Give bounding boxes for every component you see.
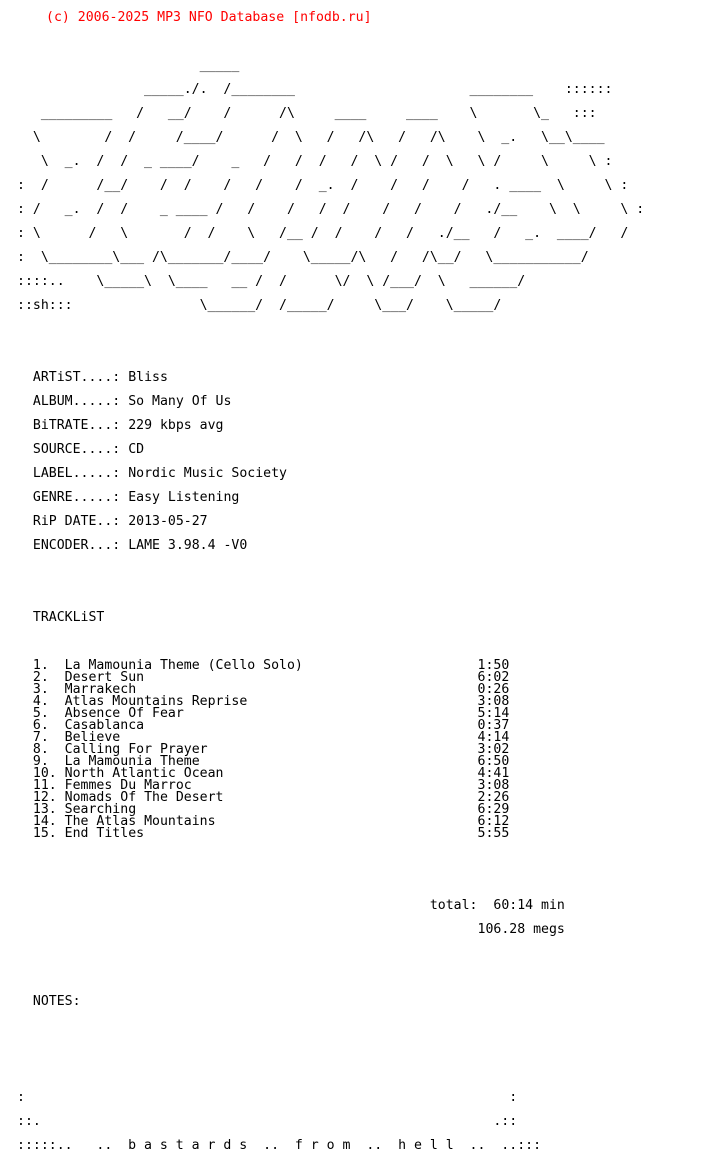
- info-row-genre: GENRE.....: Easy Listening: [17, 490, 644, 505]
- footer-line: :::::.. .. b a s t a r d s .. f r o m ..…: [17, 1138, 542, 1153]
- info-row-label: LABEL.....: Nordic Music Society: [17, 466, 644, 481]
- logo-line: ::sh::: \______/ /_____/ \___/ \_____/: [17, 298, 621, 313]
- info-value: LAME 3.98.4 -V0: [128, 538, 248, 553]
- nfo-document: (c) 2006-2025 MP3 NFO Database [nfodb.ru…: [17, 0, 644, 1164]
- site-header: (c) 2006-2025 MP3 NFO Database [nfodb.ru…: [46, 10, 372, 25]
- blank-line: [17, 852, 644, 864]
- info-value: Bliss: [128, 370, 168, 385]
- logo-line: \ _. / / _ ____/ _ / / / / \ / / \ \ / \…: [17, 154, 613, 169]
- total-size: 106.28 megs: [477, 922, 565, 937]
- track-title: End Titles: [64, 826, 145, 841]
- footer-line: : :: [17, 1090, 518, 1105]
- tracklist-heading: TRACKLiST: [32, 610, 105, 625]
- blank-line: [17, 1044, 644, 1056]
- logo-line: : / /__/ / / / / / _. / / / / . ____ \ \…: [17, 178, 629, 193]
- footer-line: ::. .::: [17, 1114, 518, 1129]
- blank-line: [17, 876, 644, 888]
- logo-line: _____: [17, 58, 621, 73]
- info-key: ARTiST....:: [32, 370, 121, 385]
- track-row: 2. Desert Sun 6:02: [17, 670, 644, 685]
- logo-line: _________ / __/ / /\ ____ ____ \ \_ :::: [17, 106, 605, 121]
- info-row-bitrate: BiTRATE...: 229 kbps avg: [17, 418, 644, 433]
- logo-line: \ / / /____/ / \ / /\ / /\ \ _. \__\____: [17, 130, 605, 145]
- info-value: 229 kbps avg: [128, 418, 224, 433]
- info-row-encoder: ENCODER...: LAME 3.98.4 -V0: [17, 538, 644, 553]
- blank-line: [17, 324, 644, 336]
- info-key: RiP DATE..:: [32, 514, 121, 529]
- blank-line: [17, 948, 644, 960]
- info-key: GENRE.....:: [32, 490, 121, 505]
- blank-line: [17, 636, 644, 648]
- track-number: 2.: [32, 670, 49, 685]
- info-key: BiTRATE...:: [32, 418, 121, 433]
- info-value: CD: [128, 442, 145, 457]
- info-row-artist: ARTiST....: Bliss: [17, 370, 644, 385]
- info-value: So Many Of Us: [128, 394, 232, 409]
- info-key: ALBUM.....:: [32, 394, 121, 409]
- tracklist: 1. La Mamounia Theme (Cello Solo) 1:50 2…: [17, 658, 644, 841]
- blank-line: [17, 564, 644, 576]
- blank-line: [17, 588, 644, 600]
- blank-line: [17, 36, 644, 48]
- info-row-album: ALBUM.....: So Many Of Us: [17, 394, 644, 409]
- track-row: 15. End Titles 5:55: [17, 826, 644, 841]
- track-number: 1.: [32, 658, 49, 673]
- blank-line: [17, 1068, 644, 1080]
- info-key: LABEL.....:: [32, 466, 121, 481]
- logo-line: _____./. /________ ________ ::::::: [17, 82, 613, 97]
- track-row: 1. La Mamounia Theme (Cello Solo) 1:50: [17, 658, 644, 673]
- track-duration: 1:50: [477, 658, 510, 673]
- info-value: Nordic Music Society: [128, 466, 287, 481]
- track-number: 15.: [32, 826, 57, 841]
- info-row-rip-date: RiP DATE..: 2013-05-27: [17, 514, 644, 529]
- logo-line: : / _. / / _ ____ / / / / / / / / ./__ \…: [17, 202, 645, 217]
- info-key: ENCODER...:: [32, 538, 121, 553]
- total-time-row: total: 60:14 min: [17, 898, 644, 913]
- info-value: Easy Listening: [128, 490, 240, 505]
- track-duration: 6:02: [477, 670, 510, 685]
- info-key: SOURCE....:: [32, 442, 121, 457]
- blank-line: [17, 972, 644, 984]
- total-time: 60:14 min: [493, 898, 565, 913]
- notes-heading: NOTES:: [32, 994, 81, 1009]
- info-row-source: SOURCE....: CD: [17, 442, 644, 457]
- track-duration: 5:55: [477, 826, 510, 841]
- logo-line: : \________\___ /\_______/____/ \_____/\…: [17, 250, 613, 265]
- total-size-row: 106.28 megs: [17, 922, 644, 937]
- logo-line: : \ / \ / / \ /__ / / / / ./__ / _. ____…: [17, 226, 629, 241]
- info-value: 2013-05-27: [128, 514, 208, 529]
- track-title: Desert Sun: [64, 670, 145, 685]
- blank-line: [17, 348, 644, 360]
- track-title: La Mamounia Theme (Cello Solo): [64, 658, 303, 673]
- blank-line: [17, 1020, 644, 1032]
- total-label: total:: [429, 898, 478, 913]
- logo-line: ::::.. \_____\ \____ __ / / \/ \ /___/ \…: [17, 274, 605, 289]
